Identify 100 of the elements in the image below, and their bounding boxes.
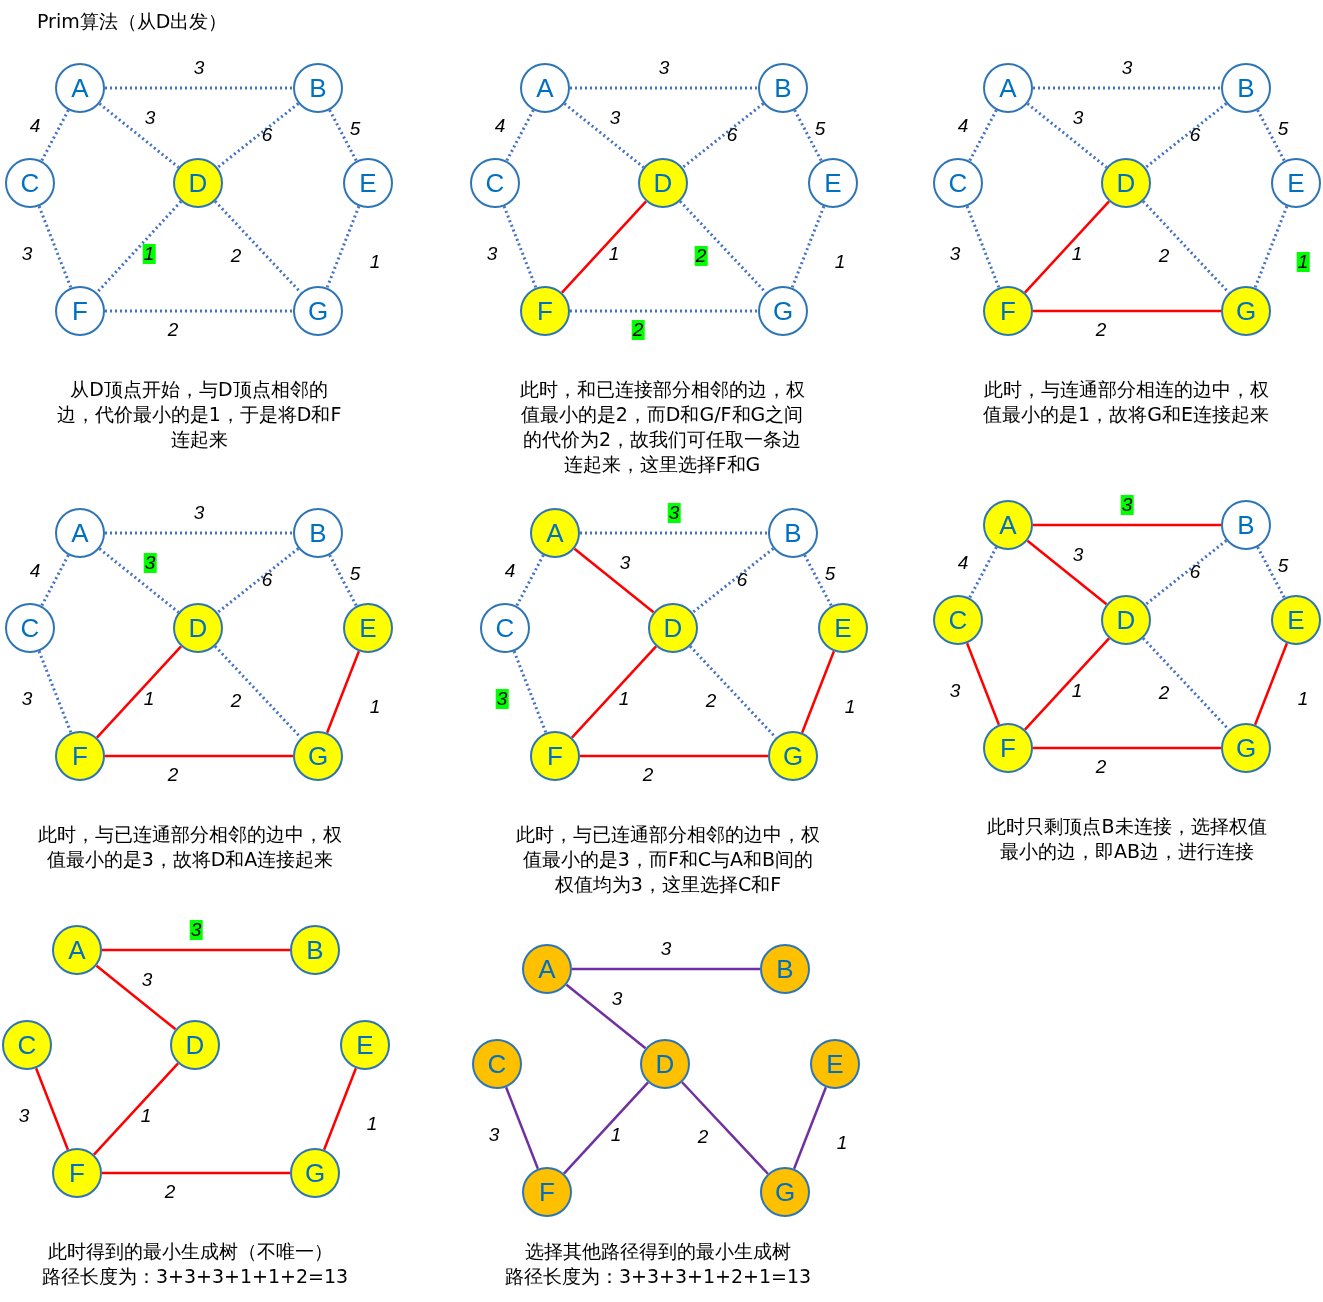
edge-label: 3 <box>17 1106 31 1126</box>
edge-label: 3 <box>948 244 962 264</box>
tree-edge <box>504 1086 540 1170</box>
vertex-circle: F <box>522 1167 572 1217</box>
vertex-circle: D <box>638 158 688 208</box>
vertex-circle: B <box>760 944 810 994</box>
vertex-circle: G <box>1221 286 1271 336</box>
edge-label: 4 <box>956 115 970 136</box>
caption: 从D顶点开始，与D顶点相邻的边，代价最小的是1，于是将D和F连起来 <box>55 377 343 452</box>
vertex-circle: D <box>173 158 223 208</box>
dotted-edge <box>790 205 826 289</box>
edge-label: 3 <box>618 552 632 573</box>
edge-label: 1 <box>843 697 857 717</box>
vertex-circle: A <box>52 925 102 975</box>
tree-edge <box>965 642 1001 726</box>
edge-label: 3 <box>657 58 671 78</box>
edge-label: 6 <box>735 569 749 590</box>
vertex-circle: F <box>983 286 1033 336</box>
edge-label: 1 <box>833 252 847 272</box>
vertex-circle: B <box>1221 500 1271 550</box>
edge-label: 2 <box>641 765 655 785</box>
tree-edge <box>102 948 290 952</box>
edge-label: 4 <box>956 552 970 573</box>
edge-label: 3 <box>192 503 206 523</box>
edge-label: 3 <box>487 1125 501 1145</box>
vertex-circle: B <box>293 63 343 113</box>
dotted-edge <box>216 102 300 169</box>
dotted-edge <box>570 309 758 313</box>
vertex-circle: B <box>758 63 808 113</box>
edge-label: 2 <box>166 320 180 340</box>
vertex-circle: F <box>530 731 580 781</box>
dotted-edge <box>681 102 765 169</box>
tree-edge <box>95 964 177 1031</box>
edge-label: 2 <box>704 691 718 711</box>
dotted-edge <box>1256 546 1286 599</box>
vertex-circle: C <box>470 158 520 208</box>
edge-label: 3 <box>1071 544 1085 565</box>
edge-label: 5 <box>813 118 827 139</box>
edge-label: 3 <box>659 939 673 959</box>
highlighted-weight: 1 <box>1296 252 1310 272</box>
highlighted-weight: 1 <box>142 244 156 264</box>
vertex-circle: E <box>340 1020 390 1070</box>
edge-label: 6 <box>260 569 274 590</box>
edge-label: 3 <box>1120 58 1134 78</box>
caption: 此时，与连通部分相连的边中，权值最小的是1，故将G和E连接起来 <box>982 377 1270 427</box>
edge-label: 1 <box>1070 681 1084 701</box>
dotted-edge <box>105 309 293 313</box>
vertex-circle: F <box>55 731 105 781</box>
tree-edge <box>800 650 836 734</box>
edge-label: 4 <box>28 115 42 136</box>
vertex-circle: A <box>522 944 572 994</box>
dotted-edge <box>580 531 768 535</box>
edge-label: 1 <box>1296 689 1310 709</box>
edge-label: 3 <box>948 681 962 701</box>
vertex-circle: A <box>55 508 105 558</box>
vertex-circle: C <box>480 603 530 653</box>
edge-label: 3 <box>20 244 34 264</box>
dotted-edge <box>105 531 293 535</box>
edge-label: 1 <box>368 252 382 272</box>
dotted-edge <box>505 109 535 162</box>
vertex-circle: A <box>530 508 580 558</box>
tree-edge <box>573 547 655 614</box>
edge-label: 4 <box>493 115 507 136</box>
tree-edge <box>792 1086 828 1170</box>
dotted-edge <box>1144 539 1228 606</box>
edge-label: 6 <box>260 124 274 145</box>
edge-label: 1 <box>607 244 621 264</box>
vertex-circle: G <box>760 1167 810 1217</box>
edge-label: 2 <box>1157 683 1171 703</box>
vertex-circle: D <box>170 1020 220 1070</box>
tree-edge <box>102 1171 290 1175</box>
edge-label: 6 <box>1188 561 1202 582</box>
vertex-circle: D <box>648 603 698 653</box>
edge-label: 6 <box>1188 124 1202 145</box>
tree-edge <box>571 645 657 739</box>
edge-label: 2 <box>163 1182 177 1202</box>
dotted-edge <box>216 547 300 614</box>
dotted-edge <box>214 645 302 739</box>
edge-label: 1 <box>365 1114 379 1134</box>
dotted-edge <box>512 650 548 734</box>
vertex-circle: B <box>293 508 343 558</box>
vertex-circle: E <box>343 158 393 208</box>
edge-label: 3 <box>140 969 154 990</box>
edge-label: 5 <box>1276 118 1290 139</box>
vertex-circle: C <box>472 1039 522 1089</box>
dotted-edge <box>37 205 73 289</box>
vertex-circle: G <box>290 1148 340 1198</box>
dotted-edge <box>968 109 998 162</box>
vertex-circle: B <box>768 508 818 558</box>
edge-label: 1 <box>617 689 631 709</box>
edge-label: 1 <box>368 697 382 717</box>
tree-edge <box>1033 523 1221 527</box>
vertex-circle: C <box>5 603 55 653</box>
dotted-edge <box>515 554 545 607</box>
vertex-circle: C <box>2 1020 52 1070</box>
dotted-edge <box>1253 205 1289 289</box>
vertex-circle: E <box>818 603 868 653</box>
vertex-circle: A <box>983 500 1033 550</box>
edge-label: 3 <box>485 244 499 264</box>
vertex-circle: B <box>1221 63 1271 113</box>
